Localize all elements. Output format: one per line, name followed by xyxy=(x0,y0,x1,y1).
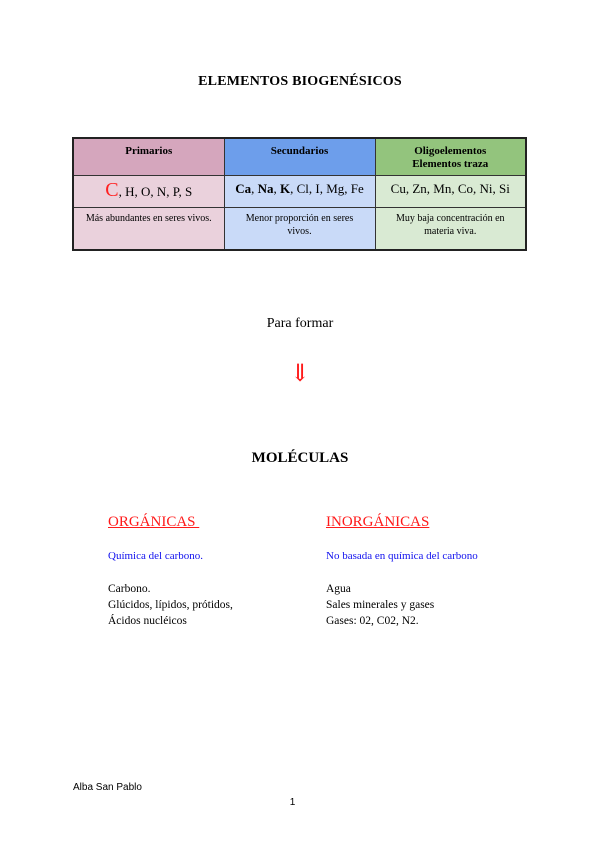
connector-text: Para formar xyxy=(266,316,334,331)
document-title: ELEMENTOS BIOGENÉSICOS xyxy=(198,74,402,89)
cell-secundarios-elements: Ca, Na, K, Cl, I, Mg, Fe xyxy=(223,174,376,208)
primarios-elements-rest: , H, O, N, P, S xyxy=(118,183,193,199)
inorganic-item: Agua xyxy=(326,583,351,595)
inorganic-item: Sales minerales y gases xyxy=(326,599,435,611)
organic-heading: ORGÁNICAS xyxy=(108,514,200,530)
down-double-arrow-icon: ⇓ xyxy=(289,361,311,387)
header-secundarios-label: Secundarios xyxy=(270,145,329,157)
cell-primarios-description: Más abundantes en seres vivos. xyxy=(72,206,225,251)
organic-item: Carbono. xyxy=(108,583,151,595)
header-primarios: Primarios xyxy=(72,137,225,176)
biogenic-elements-table: Primarios Secundarios Oligoelementos Ele… xyxy=(72,137,527,251)
table-elements-row: C, H, O, N, P, S Ca, Na, K, Cl, I, Mg, F… xyxy=(72,174,527,208)
header-oligoelementos-sublabel: Elementos traza xyxy=(412,158,489,170)
cell-primarios-elements: C, H, O, N, P, S xyxy=(72,174,225,208)
table-header-row: Primarios Secundarios Oligoelementos Ele… xyxy=(72,137,527,176)
footer-author: Alba San Pablo xyxy=(73,782,142,793)
organic-item: Ácidos nucléicos xyxy=(108,615,187,627)
header-oligoelementos-label: Oligoelementos xyxy=(414,145,487,157)
inorganic-list: Agua Sales minerales y gases Gases: 02, … xyxy=(326,581,478,629)
inorganic-column: INORGÁNICAS No basada en química del car… xyxy=(326,514,478,629)
organic-item: Glúcidos, lípidos, prótidos, xyxy=(108,599,233,611)
oligoelementos-elements: Cu, Zn, Mn, Co, Ni, Si xyxy=(390,180,510,196)
organic-subtitle: Química del carbono. xyxy=(108,550,203,562)
organic-list: Carbono. Glúcidos, lípidos, prótidos, Ác… xyxy=(108,581,233,629)
table-description-row: Más abundantes en seres vivos. Menor pro… xyxy=(72,206,527,251)
cell-oligoelementos-elements: Cu, Zn, Mn, Co, Ni, Si xyxy=(374,174,527,208)
cell-oligoelementos-description: Muy baja concentración en materia viva. xyxy=(374,206,527,251)
carbon-highlight: C xyxy=(105,178,119,201)
header-secundarios: Secundarios xyxy=(223,137,376,176)
element-k: K xyxy=(279,180,291,196)
page-number: 1 xyxy=(289,797,296,808)
element-na: Na xyxy=(257,180,274,196)
secundarios-elements-rest: Cl, I, Mg, Fe xyxy=(296,180,364,196)
cell-secundarios-description: Menor proporción en seres vivos. xyxy=(223,206,376,251)
inorganic-subtitle: No basada en química del carbono xyxy=(326,550,478,562)
element-ca: Ca xyxy=(235,180,252,196)
header-oligoelementos: Oligoelementos Elementos traza xyxy=(374,137,527,176)
molecules-title: MOLÉCULAS xyxy=(251,450,349,466)
inorganic-heading: INORGÁNICAS xyxy=(326,514,430,530)
organic-column: ORGÁNICAS Química del carbono. Carbono. … xyxy=(108,514,233,629)
inorganic-item: Gases: 02, C02, N2. xyxy=(326,615,419,627)
header-primarios-label: Primarios xyxy=(125,145,173,157)
